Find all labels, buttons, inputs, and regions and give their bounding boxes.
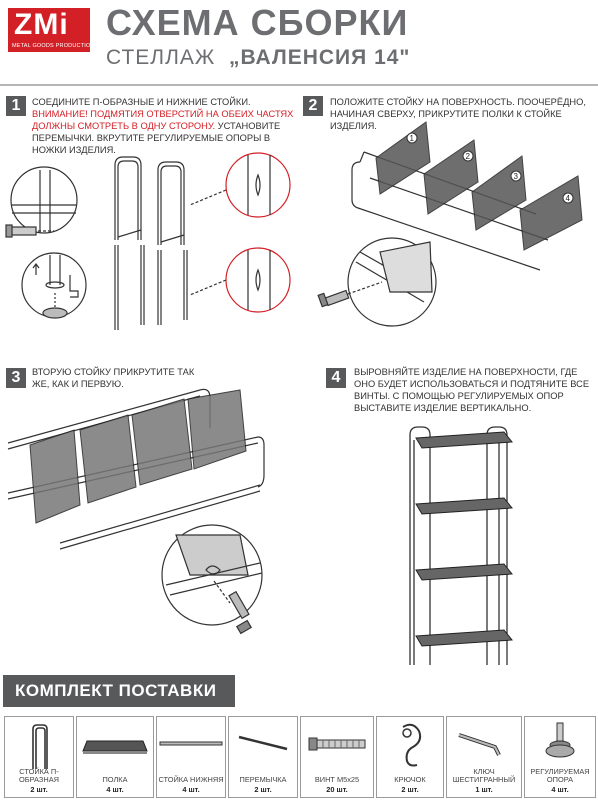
- step-1-text: СОЕДИНИТЕ П-ОБРАЗНЫЕ И НИЖНИЕ СТОЙКИ. ВН…: [32, 96, 302, 156]
- u-post-icon: [32, 724, 48, 769]
- product-name: „ВАЛЕНСИЯ 14": [228, 46, 411, 69]
- hook-icon: [402, 723, 422, 767]
- header-divider: [0, 84, 598, 86]
- step-4-illustration: [409, 426, 513, 665]
- step-2-illustration: 1 2 3 4: [317, 121, 583, 327]
- lower-post-icon: [159, 741, 223, 746]
- kit-item-name: КРЮЧОК: [394, 775, 426, 784]
- kit-item-qty: 4 шт.: [182, 785, 200, 794]
- step-1-warning: ВНИМАНИЕ! ПОДМЯТИЯ ОТВЕРСТИЙ НА ОБЕИХ ЧА…: [32, 109, 294, 131]
- step-4-number: 4: [326, 368, 346, 388]
- kit-item-qty: 4 шт.: [551, 785, 569, 794]
- kit-item-hook: КРЮЧОК 2 шт.: [376, 716, 444, 798]
- kit-item-qty: 2 шт.: [401, 785, 419, 794]
- step-1-text-a: СОЕДИНИТЕ П-ОБРАЗНЫЕ И НИЖНИЕ СТОЙКИ.: [32, 97, 251, 107]
- kit-item-screw: ВИНТ М5х25 20 шт.: [300, 716, 374, 798]
- page-subtitle: СТЕЛЛАЖ „ВАЛЕНСИЯ 14": [106, 46, 410, 70]
- crossbar-icon: [238, 735, 288, 751]
- shelf-label-3: 3: [514, 172, 519, 181]
- step-1-number: 1: [6, 96, 26, 116]
- kit-title: КОМПЛЕКТ ПОСТАВКИ: [3, 675, 235, 707]
- step-3-text: ВТОРУЮ СТОЙКУ ПРИКРУТИТЕ ТАК ЖЕ, КАК И П…: [32, 367, 195, 389]
- shelf-label-4: 4: [566, 194, 571, 203]
- step-1-text-b: УСТАНОВИТЕ ПЕРЕМЫЧКИ. ВКРУТИТЕ РЕГУЛИРУЕ…: [32, 121, 281, 155]
- kit-item-qty: 1 шт.: [475, 785, 493, 794]
- kit-item-name: КЛЮЧ ШЕСТИГРАННЫЙ: [452, 767, 516, 784]
- logo-subtitle: METAL GOODS PRODUCTION: [12, 43, 95, 49]
- hex-key-icon: [458, 733, 501, 756]
- kit-item-name: РЕГУЛИРУЕМАЯ ОПОРА: [530, 767, 590, 784]
- kit-item-qty: 2 шт.: [254, 785, 272, 794]
- step-3-number: 3: [6, 368, 26, 388]
- kit-item-hex-key: КЛЮЧ ШЕСТИГРАННЫЙ 1 шт.: [446, 716, 522, 798]
- adjustable-foot-icon: [545, 722, 575, 758]
- kit-item-name: ВИНТ М5х25: [314, 775, 360, 784]
- step-2-number: 2: [303, 96, 323, 116]
- shelf-icon: [82, 740, 148, 754]
- kit-item-name: СТОЙКА НИЖНЯЯ: [158, 775, 224, 784]
- kit-item-qty: 4 шт.: [106, 785, 124, 794]
- brand-logo: ZMi METAL GOODS PRODUCTION: [8, 8, 95, 52]
- step-4-text: ВЫРОВНЯЙТЕ ИЗДЕЛИЕ НА ПОВЕРХНОСТИ, ГДЕ О…: [354, 367, 590, 413]
- step-2-text: ПОЛОЖИТЕ СТОЙКУ НА ПОВЕРХНОСТЬ. ПООЧЕРЁД…: [330, 97, 586, 131]
- kit-item-shelf: ПОЛКА 4 шт.: [76, 716, 154, 798]
- kit-item-lower-post: СТОЙКА НИЖНЯЯ 4 шт.: [156, 716, 226, 798]
- kit-item-name: СТОЙКА П-ОБРАЗНАЯ: [19, 767, 59, 784]
- kit-item-qty: 20 шт.: [326, 785, 348, 794]
- kit-item-crossbar: ПЕРЕМЫЧКА 2 шт.: [228, 716, 298, 798]
- page-title: СХЕМА СБОРКИ: [106, 2, 409, 43]
- kit-item-name: ПОЛКА: [102, 775, 128, 784]
- kit-item-name: ПЕРЕМЫЧКА: [239, 775, 287, 784]
- kit-item-u-post: СТОЙКА П-ОБРАЗНАЯ 2 шт.: [4, 716, 74, 798]
- kit-item-adjustable-foot: РЕГУЛИРУЕМАЯ ОПОРА 4 шт.: [524, 716, 596, 798]
- logo-mark: ZMi: [14, 8, 69, 41]
- shelf-label-1: 1: [410, 134, 415, 143]
- screw-icon: [308, 737, 366, 751]
- subtitle-prefix: СТЕЛЛАЖ: [106, 46, 216, 69]
- step-3-illustration: [7, 388, 265, 635]
- shelf-label-2: 2: [466, 152, 471, 161]
- kit-item-qty: 2 шт.: [30, 785, 48, 794]
- step-1-illustration: [5, 152, 291, 330]
